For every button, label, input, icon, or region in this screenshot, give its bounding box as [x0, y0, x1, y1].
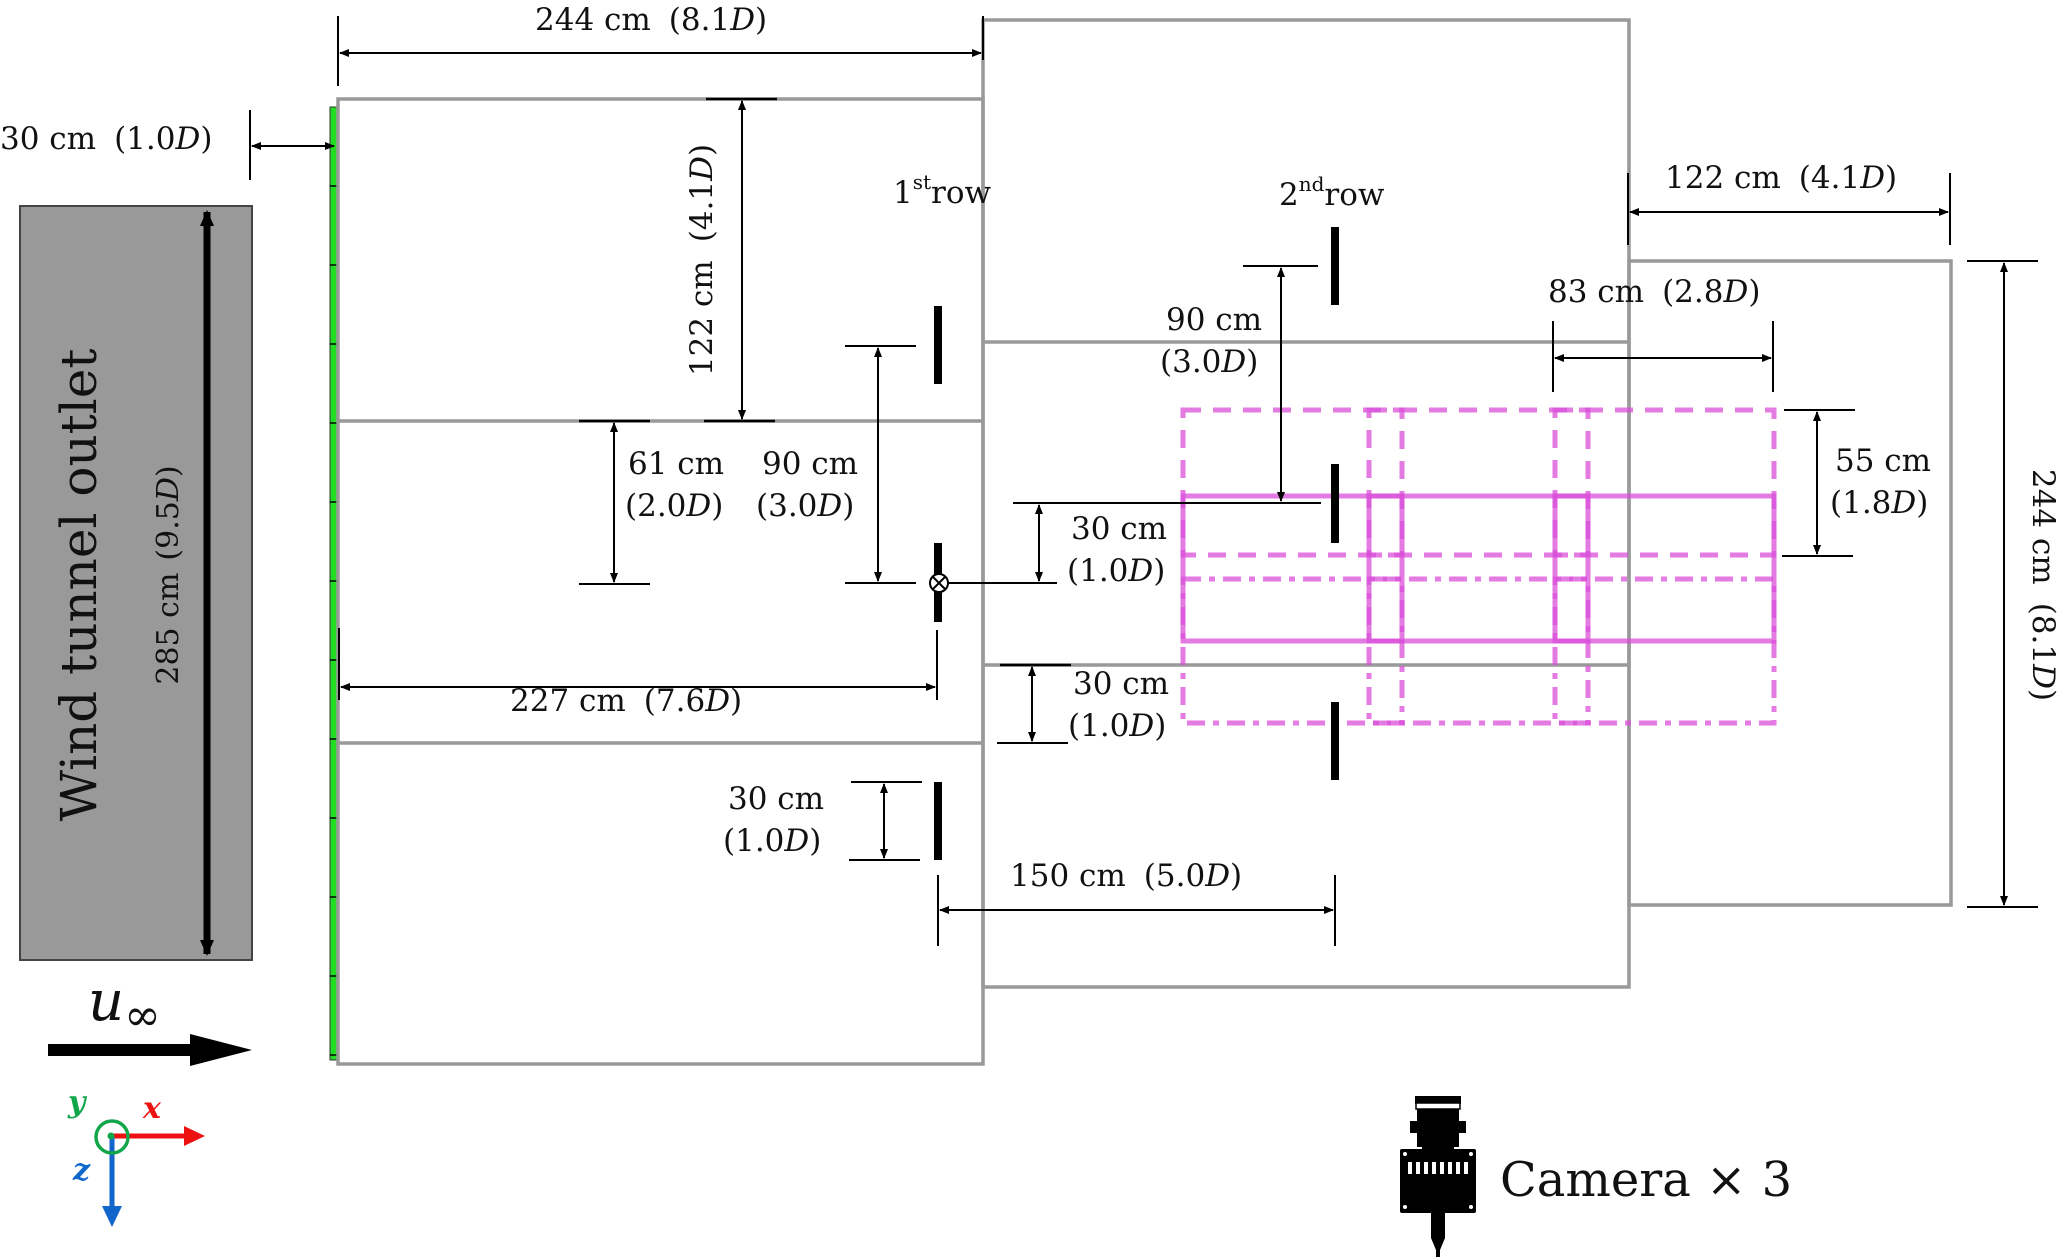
camera-icon [1400, 1096, 1476, 1257]
fov-middle-solid-camera-3 [1552, 493, 1777, 644]
label-half-panel: 61 cm(2.0D) [625, 446, 724, 524]
fov-lower-dashdot-camera-3 [1552, 576, 1777, 726]
outlet-width-label: 285 cm(9.5D) [151, 465, 186, 684]
panel-group-3 [1627, 259, 1953, 907]
trip-strip-ticks [330, 185, 337, 1056]
label-spanwise-spacing-1: 90 cm(3.0D) [756, 446, 858, 524]
fov-middle-solid-camera-1 [1180, 493, 1405, 644]
label-offset-lower: 30 cm(1.0D) [1068, 666, 1169, 744]
fov-middle-solid-camera-2 [1366, 493, 1591, 644]
label-gap-to-outlet: 30 cm(1.0D) [0, 121, 212, 157]
dimension-lines [249, 16, 2038, 946]
label-panel-width-3: 122 cm(4.1D) [1665, 160, 1897, 196]
panel-group-1 [336, 97, 985, 1066]
x-axis-arrow-head [184, 1126, 205, 1146]
z-axis-label: z [72, 1153, 91, 1188]
outlet-label: Wind tunnel outlet [50, 349, 108, 822]
label-spanwise-spacing-2: 90 cm(3.0D) [1160, 302, 1262, 380]
camera-label: Camera × 3 [1500, 1152, 1792, 1208]
label-fov-height: 55 cm(1.8D) [1830, 443, 1931, 521]
wind-tunnel-outlet: Wind tunnel outlet 285 cm(9.5D) [19, 205, 253, 961]
turbine-2-3 [1331, 702, 1339, 780]
freestream-arrow-head [190, 1034, 252, 1066]
label-table-length-1: 244 cm(8.1D) [535, 2, 767, 38]
dimension-labels: 244 cm(8.1D) 30 cm(1.0D) 122 cm(4.1D) 61… [0, 2, 2061, 894]
panel-3 [1627, 259, 1953, 907]
turbine-2-1 [1331, 227, 1339, 305]
turbine-1-1 [934, 306, 942, 384]
reference-origin-cross [932, 576, 946, 590]
turbine-1-3 [934, 782, 942, 860]
label-offset-upper: 30 cm(1.0D) [1067, 511, 1167, 589]
turbines-second-row [1331, 227, 1339, 780]
label-rotor-diameter: 30 cm(1.0D) [723, 781, 824, 859]
z-axis-arrow-head [102, 1206, 122, 1227]
fov-lower-dashdot-camera-1 [1180, 576, 1405, 726]
fov-lower-dashdot-camera-2 [1366, 576, 1591, 726]
camera-fields-of-view [1180, 407, 1777, 726]
x-axis-label: x [142, 1091, 162, 1126]
label-table-width-3: 244 cm(8.1D) [2025, 469, 2061, 701]
turbine-2-2 [1331, 464, 1339, 543]
label-streamwise-to-first-row: 227 cm(7.6D) [510, 683, 742, 719]
panel-1 [336, 97, 985, 1066]
coordinate-axes: x y z [67, 1085, 205, 1227]
y-axis-label: y [67, 1085, 88, 1120]
first-row-label: 1strow [893, 170, 992, 211]
turbines-first-row [929, 306, 949, 860]
y-axis-out-of-plane-icon [94, 1119, 130, 1155]
freestream-label: u∞ [88, 969, 161, 1041]
label-row-spacing: 150 cm(5.0D) [1010, 858, 1242, 894]
second-row-label: 2ndrow [1279, 172, 1385, 213]
y-axis-dot [107, 1132, 115, 1140]
label-fov-length: 83 cm(2.8D) [1548, 274, 1760, 310]
freestream-indicator: u∞ [48, 969, 252, 1066]
label-panel-width-1: 122 cm(4.1D) [684, 144, 720, 376]
